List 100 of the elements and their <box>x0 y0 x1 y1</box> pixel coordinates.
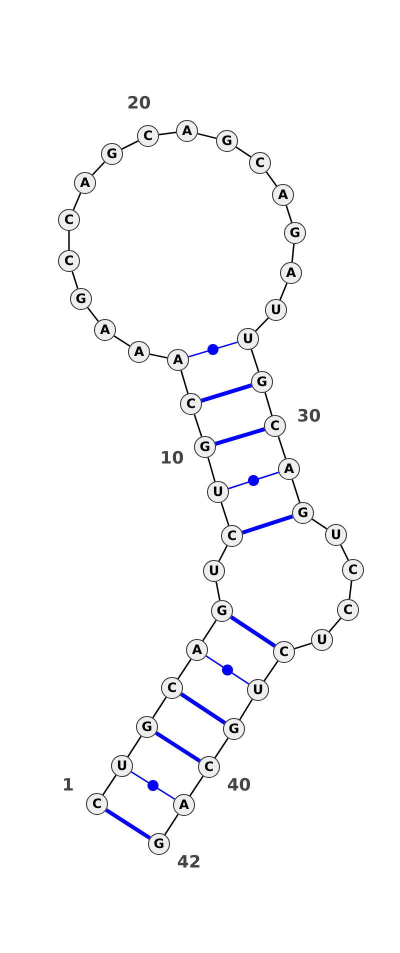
backbone-line <box>72 192 82 210</box>
backbone-line <box>180 370 189 394</box>
nucleotide-circle: A <box>278 458 300 480</box>
backbone-line <box>150 353 168 359</box>
backbone-line <box>340 544 349 560</box>
backbone-line <box>236 146 252 158</box>
backbone-line <box>158 132 176 136</box>
backbone-line <box>291 244 295 262</box>
nucleotide-circle: U <box>203 560 225 582</box>
nucleotide-circle: A <box>74 172 96 194</box>
backbone-line <box>72 271 78 289</box>
position-number: 1 <box>62 778 74 794</box>
position-number: 40 <box>227 778 251 794</box>
backbone-line <box>202 620 217 642</box>
nucleotide-circle: G <box>292 502 314 524</box>
backbone-line <box>214 738 229 758</box>
backbone-line <box>152 696 167 718</box>
backbone-line <box>294 642 312 650</box>
backbone-line <box>239 699 253 720</box>
nucleotide-circle: G <box>148 833 170 855</box>
nucleotide-circle: A <box>176 120 198 142</box>
backbone-line <box>164 814 179 836</box>
backbone-line <box>292 479 300 503</box>
position-number: 30 <box>297 408 321 426</box>
nucleotide-circle: G <box>216 130 238 152</box>
nucleotide-circle: U <box>247 679 269 701</box>
nucleotide-circle: C <box>161 677 183 699</box>
backbone-line <box>194 414 202 437</box>
backbone-line <box>348 580 352 600</box>
nucleotide-circle: C <box>273 641 295 663</box>
base-pair-line <box>200 383 252 403</box>
position-number: 20 <box>127 96 151 112</box>
nucleotide-circle: U <box>111 755 133 777</box>
nucleotide-circle: U <box>311 629 333 651</box>
backbone-line <box>87 307 99 322</box>
nucleotide-circle: C <box>264 415 286 437</box>
backbone-line <box>198 132 216 140</box>
backbone-line <box>220 502 230 526</box>
nucleotide-circle: C <box>337 599 359 621</box>
base-pair-line <box>230 615 276 648</box>
base-pair-line <box>214 427 266 446</box>
nucleotide-circle: C <box>180 393 202 415</box>
backbone-line <box>114 335 130 347</box>
base-pair-line <box>206 655 250 685</box>
nucleotide-circle: G <box>211 600 233 622</box>
nucleotide-circle: C <box>221 525 243 547</box>
position-number: 10 <box>160 450 184 468</box>
backbone-line <box>266 171 278 187</box>
base-pair-line <box>130 771 176 800</box>
backbone-line <box>278 436 286 459</box>
backbone-line <box>177 658 192 680</box>
position-number: 42 <box>177 854 201 872</box>
nucleotide-circle: C <box>58 250 80 272</box>
backbone-line <box>286 205 292 223</box>
nucleotide-circle: A <box>94 319 116 341</box>
base-pair-line <box>105 808 151 840</box>
nucleotide-circle: G <box>194 436 216 458</box>
backbone-line <box>127 736 142 758</box>
nucleotide-circle: A <box>128 341 150 363</box>
nucleotide-circle: U <box>265 299 287 321</box>
nucleotide-circle: C <box>86 793 108 815</box>
nucleotide-circle: A <box>173 794 195 816</box>
backbone-line <box>121 140 139 150</box>
nucleotide-circle: A <box>186 639 208 661</box>
nucleotide-circle: G <box>223 718 245 740</box>
base-pair-line <box>242 514 294 534</box>
nucleotide-circle: U <box>325 524 347 546</box>
nucleotide-circle: A <box>272 184 294 206</box>
backbone-line <box>92 162 106 176</box>
backbone-line <box>255 317 269 332</box>
nucleotide-circle: A <box>167 349 189 371</box>
nucleotide-circle: C <box>342 559 364 581</box>
nucleotide-circle: G <box>101 143 123 165</box>
base-pair-line <box>228 472 279 490</box>
backbone-line <box>218 545 228 562</box>
backbone-line <box>279 282 288 300</box>
nucleotide-circle: C <box>137 125 159 147</box>
base-pair-line <box>155 731 201 763</box>
backbone-line <box>250 349 260 372</box>
backbone-line <box>312 518 328 530</box>
nucleotide-circle: G <box>70 288 92 310</box>
nucleotide-circle: C <box>198 756 220 778</box>
backbone-line <box>207 457 216 482</box>
nucleotide-circle: G <box>136 716 158 738</box>
backbone-line <box>102 774 117 796</box>
backbone-line <box>264 660 278 682</box>
backbone-line <box>328 618 342 632</box>
base-pair-line <box>188 341 238 358</box>
nucleotide-circle: C <box>249 152 271 174</box>
nucleotide-circle: C <box>58 209 80 231</box>
base-pair-line <box>180 692 226 725</box>
nucleotide-circle: G <box>251 371 273 393</box>
nucleotide-circle: A <box>280 262 302 284</box>
backbone-line <box>189 776 204 796</box>
nucleotide-circle: U <box>207 481 229 503</box>
nucleotide-circle: U <box>237 328 259 350</box>
backbone-line <box>264 392 273 416</box>
backbone-line <box>68 231 70 250</box>
nucleotide-circle: G <box>284 222 306 244</box>
backbone-line <box>215 582 221 600</box>
